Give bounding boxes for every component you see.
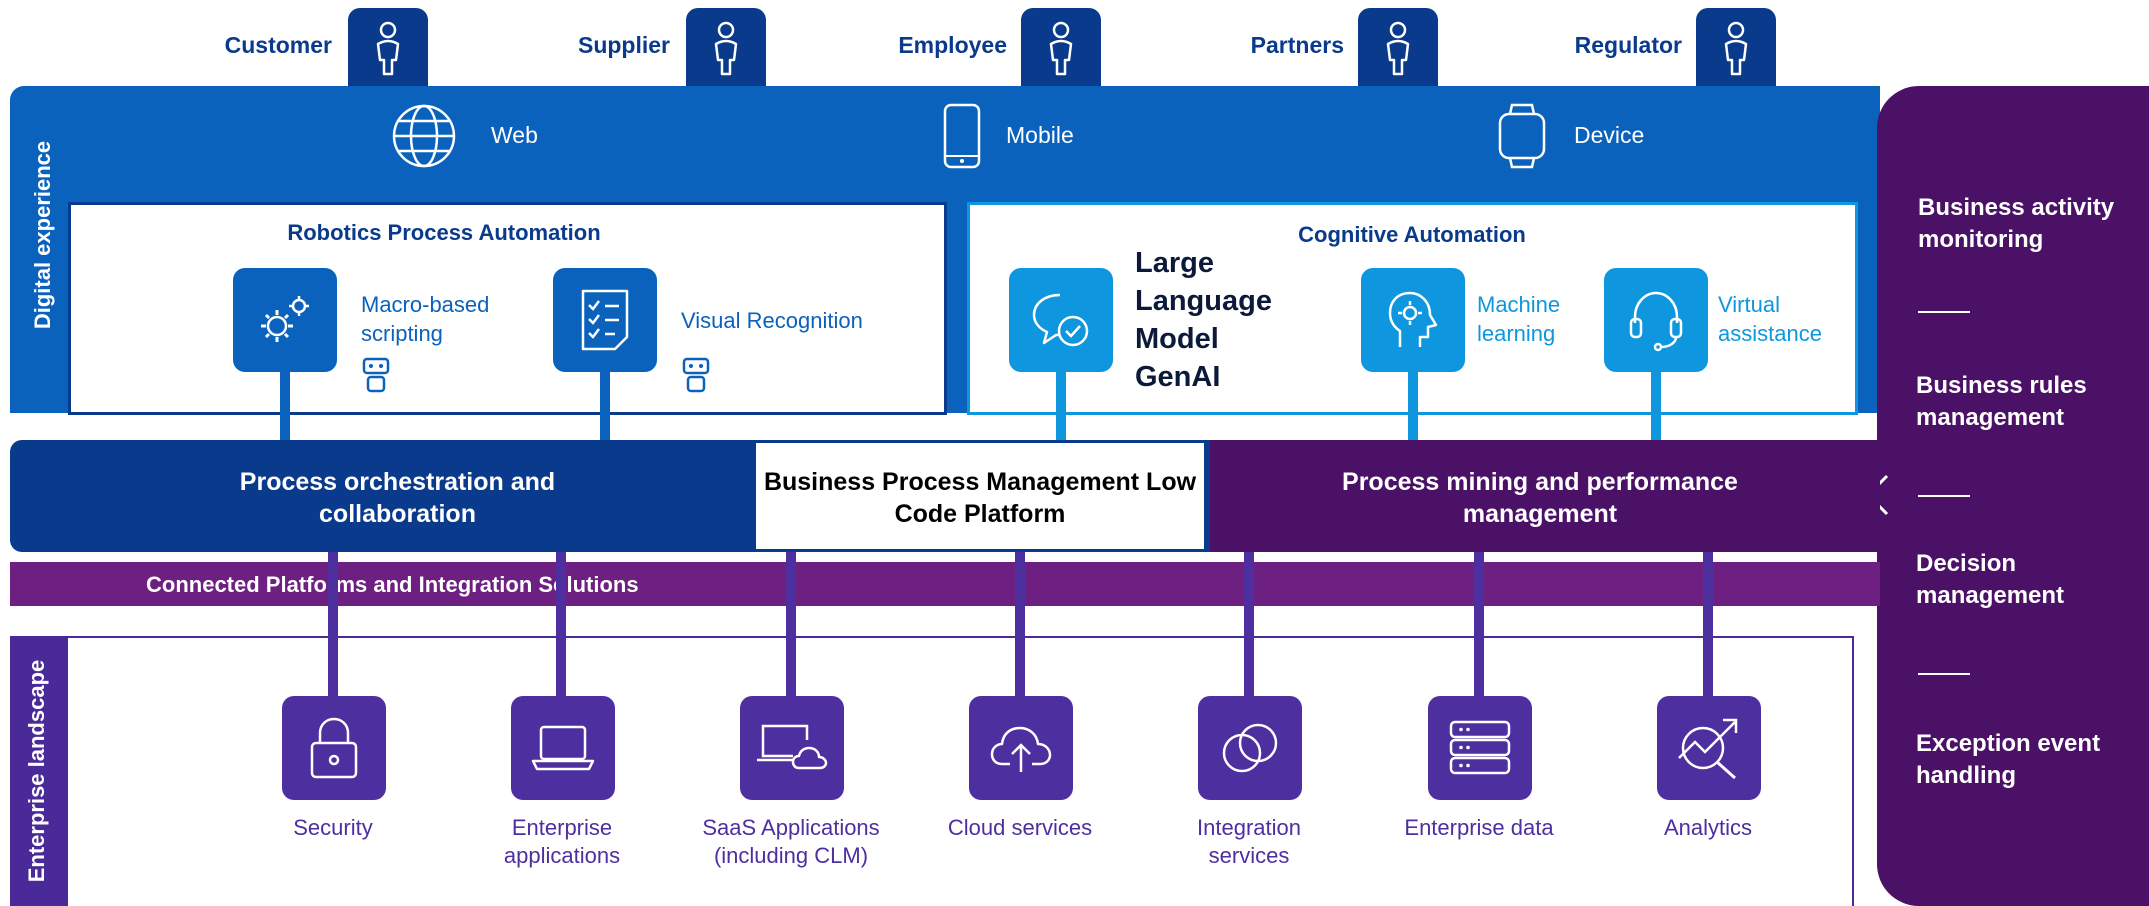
process-mining-label: Process mining and performance managemen… [1342,468,1738,528]
side-item-label: Exception event handling [1916,730,2101,789]
connector [1015,552,1025,698]
person-icon [1358,8,1438,88]
integration-bar [10,562,1880,606]
connector [556,552,566,698]
enterprise-item-label: Integration services [1197,815,1301,868]
enterprise-landscape-band [10,636,68,906]
linked-rings-icon [1198,696,1302,800]
enterprise-item-label: Analytics [1663,815,1753,840]
lock-icon [282,696,386,800]
process-orchestration-label: Process orchestration and collaboration [239,468,556,528]
llm-label: Large Language Model GenAI [1135,247,1272,393]
enterprise-landscape-box [68,636,1854,906]
rpa-title: Robotics Process Automation [287,220,601,245]
connector [1703,552,1713,698]
person-icon [1021,8,1101,88]
divider [1918,495,1970,497]
cloud-upload-icon [969,696,1073,800]
checklist-icon [553,268,657,372]
bpm-section [756,443,1204,549]
database-icon [1428,696,1532,800]
robot-icon [361,356,391,399]
connector [1244,552,1254,698]
side-item-label: Business rules management [1916,372,2087,431]
actor-customer-label: Customer [224,32,332,58]
person-icon [348,8,428,88]
cognitive-item-label: Machine learning [1477,292,1561,346]
connector [600,372,610,442]
person-icon [1696,8,1776,88]
watch-icon [1496,102,1548,175]
globe-icon [390,102,458,175]
enterprise-item-label: Cloud services [947,815,1093,840]
connector [1056,372,1066,442]
gears-icon [233,268,337,372]
connector [1408,372,1418,442]
chat-check-icon [1009,268,1113,372]
actor-employee-label: Employee [898,32,1007,58]
analytics-icon [1657,696,1761,800]
process-mining-section [1210,440,1880,552]
brain-gear-icon [1361,268,1465,372]
person-icon [686,8,766,88]
mobile-icon [942,102,982,175]
enterprise-item-label: Enterprise data [1404,815,1554,840]
laptop-cloud-icon [740,696,844,800]
connector [786,552,796,698]
headset-icon [1604,268,1708,372]
digital-experience-label: Digital experience [30,140,55,330]
bpm-label: Business Process Management Low Code Pla… [763,468,1197,528]
rpa-item-label: Visual Recognition [681,308,863,333]
cognitive-title: Cognitive Automation [1298,222,1526,247]
side-item-label: Business activity monitoring [1918,194,2115,253]
enterprise-landscape-label: Enterprise landscape [24,659,49,883]
enterprise-item-label: SaaS Applications (including CLM) [702,815,880,868]
rpa-box [68,202,947,415]
robot-icon [681,356,711,399]
rpa-item-label: Macro-based scripting [361,292,490,346]
actor-regulator-label: Regulator [1574,32,1682,58]
cognitive-item-label: Virtual assistance [1718,292,1822,346]
channel-web-label: Web [491,122,538,148]
enterprise-item-label: Security [293,815,373,840]
connector [1651,372,1661,442]
divider [1918,311,1970,313]
connector [328,552,338,698]
actor-supplier-label: Supplier [577,32,670,58]
laptop-icon [511,696,615,800]
actor-partners-label: Partners [1250,32,1344,58]
divider [1918,673,1970,675]
connector [280,372,290,442]
side-item-label: Decision management [1916,550,2065,609]
connector [1474,552,1484,698]
channel-device-label: Device [1574,122,1645,148]
enterprise-item-label: Enterprise applications [503,815,621,868]
channel-mobile-label: Mobile [1006,122,1074,148]
